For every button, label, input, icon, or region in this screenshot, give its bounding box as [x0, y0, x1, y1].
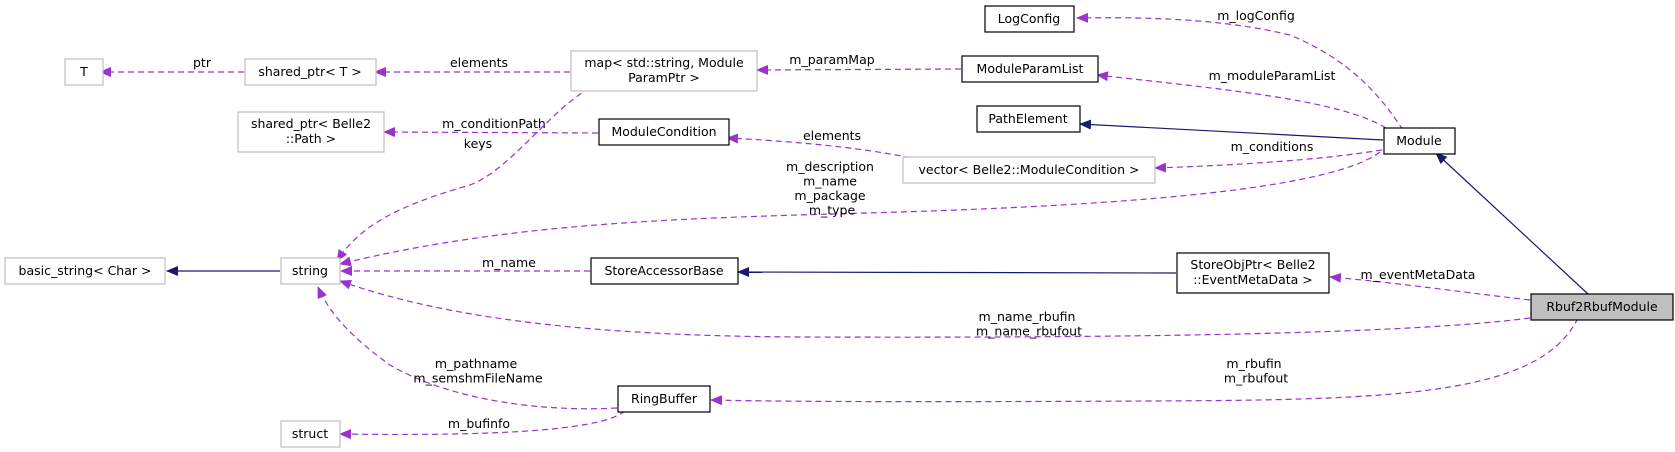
node-t[interactable]: T — [64, 58, 104, 86]
edge-module-to-string — [339, 151, 1381, 267]
edge-label-elements: elements — [803, 128, 861, 143]
node-module-condition[interactable]: ModuleCondition — [598, 118, 730, 146]
node-basic-string[interactable]: basic_string< Char > — [4, 257, 166, 285]
edge-condition-to-path — [383, 127, 599, 138]
svg-text:vector< Belle2::ModuleConditio: vector< Belle2::ModuleCondition > — [919, 162, 1140, 177]
node-rbuf2rbuf-module[interactable]: Rbuf2RbufModule — [1530, 293, 1674, 321]
edge-label-log-config: m_logConfig — [1217, 8, 1295, 23]
node-module-param-list[interactable]: ModuleParamList — [961, 55, 1099, 83]
svg-text:StoreAccessorBase: StoreAccessorBase — [604, 263, 723, 278]
edge-label-condition-path: m_conditionPath — [442, 116, 546, 131]
edge-label-conditions: m_conditions — [1231, 139, 1314, 154]
edge-rbuf-to-storeobjptr — [1329, 272, 1531, 301]
svg-text:shared_ptr< Belle2: shared_ptr< Belle2 — [251, 116, 371, 131]
node-store-obj-ptr[interactable]: StoreObjPtr< Belle2 ::EventMetaData > — [1176, 252, 1330, 294]
edge-module-inherits-pathelement — [1079, 119, 1384, 141]
svg-text:::EventMetaData >: ::EventMetaData > — [1193, 272, 1313, 287]
svg-text:struct: struct — [292, 426, 328, 441]
edge-label-rbuf-names: m_name_rbufin m_name_rbufout — [976, 309, 1082, 339]
edge-label-accessor-name: m_name — [482, 255, 536, 270]
edge-vector-to-condition — [726, 133, 931, 163]
edge-ringbuffer-to-struct — [339, 410, 626, 440]
edge-rbuf-inherits-module — [1435, 152, 1589, 295]
svg-text:::Path >: ::Path > — [286, 131, 336, 146]
edge-label-ptr: ptr — [193, 55, 212, 70]
node-map-param[interactable]: map< std::string, Module ParamPtr > — [570, 50, 758, 92]
svg-text:PathElement: PathElement — [988, 111, 1067, 126]
svg-text:StoreObjPtr< Belle2: StoreObjPtr< Belle2 — [1190, 257, 1315, 272]
svg-text:basic_string< Char >: basic_string< Char > — [19, 263, 152, 278]
svg-text:ModuleCondition: ModuleCondition — [611, 124, 716, 139]
svg-text:LogConfig: LogConfig — [998, 11, 1060, 26]
svg-text:string: string — [292, 263, 328, 278]
node-path-element[interactable]: PathElement — [976, 105, 1081, 133]
svg-text:RingBuffer: RingBuffer — [631, 391, 698, 406]
edge-storeobjptr-inherits-accessor — [737, 267, 1177, 278]
edge-map-keys-to-string — [336, 87, 591, 262]
edge-label-module-param-list: m_moduleParamList — [1209, 68, 1336, 83]
node-vector-module-condition[interactable]: vector< Belle2::ModuleCondition > — [902, 156, 1156, 184]
node-shared-ptr-t[interactable]: shared_ptr< T > — [244, 58, 377, 86]
edge-rbuf-to-ringbuffer — [710, 317, 1579, 406]
svg-text:T: T — [79, 64, 88, 79]
svg-text:ParamPtr >: ParamPtr > — [628, 70, 700, 85]
svg-text:map< std::string, Module: map< std::string, Module — [584, 55, 744, 70]
edge-label-rbufs: m_rbufin m_rbufout — [1224, 356, 1288, 386]
edge-module-to-logconfig — [1076, 12, 1404, 131]
node-string[interactable]: string — [280, 257, 341, 285]
node-log-config[interactable]: LogConfig — [984, 5, 1075, 33]
edge-paramlist-to-map — [756, 64, 962, 75]
svg-text:shared_ptr< T >: shared_ptr< T > — [258, 64, 361, 79]
edge-label-module-strings: m_description m_name m_package m_type — [786, 159, 878, 218]
edge-label-bufinfo: m_bufinfo — [448, 416, 510, 431]
svg-text:ModuleParamList: ModuleParamList — [977, 61, 1084, 76]
edge-label-keys: keys — [464, 136, 492, 151]
edge-rbuf-to-string — [339, 279, 1531, 338]
edge-ringbuffer-to-string — [317, 286, 618, 410]
edge-label-event-meta-data: m_eventMetaData — [1361, 267, 1476, 282]
edge-module-to-paramlist — [1096, 71, 1387, 129]
node-store-accessor-base[interactable]: StoreAccessorBase — [590, 257, 739, 285]
edge-label-elements: elements — [450, 55, 508, 70]
edge-label-ringbuffer-strings: m_pathname m_semshmFileName — [413, 356, 543, 386]
edge-module-to-vector — [1154, 149, 1383, 173]
node-shared-ptr-path[interactable]: shared_ptr< Belle2 ::Path > — [237, 111, 385, 153]
node-module[interactable]: Module — [1383, 127, 1456, 155]
node-ring-buffer[interactable]: RingBuffer — [617, 385, 711, 413]
edge-label-param-map: m_paramMap — [789, 52, 874, 67]
svg-text:Module: Module — [1396, 133, 1442, 148]
node-struct[interactable]: struct — [280, 420, 341, 448]
svg-text:Rbuf2RbufModule: Rbuf2RbufModule — [1546, 299, 1658, 314]
